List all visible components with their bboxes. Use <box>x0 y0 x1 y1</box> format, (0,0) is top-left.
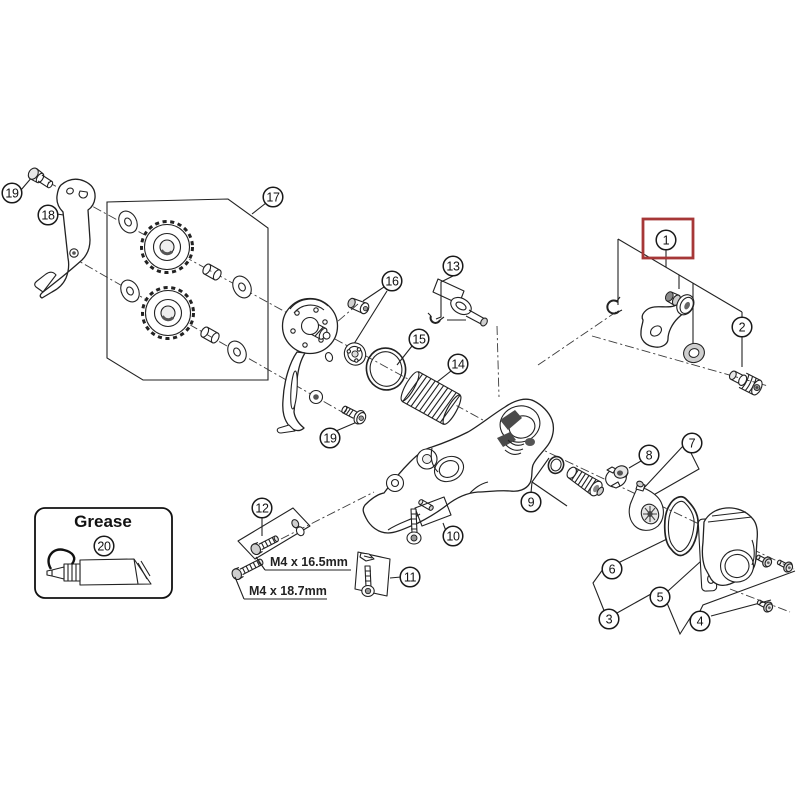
spring-cover-plate <box>343 342 367 366</box>
tension-pulley <box>141 286 195 340</box>
callout-6: 6 <box>601 558 623 580</box>
outer-cage-plate <box>276 297 339 434</box>
callout-19-top: 19 <box>1 182 23 204</box>
callout-7: 7 <box>681 432 703 454</box>
bracket-washer <box>683 342 705 364</box>
m4-upper-text: M4 x 16.5mm <box>270 555 348 569</box>
pulley-washer <box>228 272 256 302</box>
svg-text:4: 4 <box>697 614 704 628</box>
svg-text:5: 5 <box>657 590 664 604</box>
callout-5: 5 <box>649 586 671 608</box>
callout-3: 3 <box>598 608 620 630</box>
part-7-adjust-knob <box>628 480 664 531</box>
pulley-bushing <box>200 262 224 282</box>
part-12-bolts <box>231 507 311 581</box>
pulley-washer <box>116 276 144 306</box>
svg-text:19: 19 <box>323 431 337 445</box>
part-6-gasket <box>663 496 699 557</box>
callout-2: 2 <box>731 316 753 338</box>
part-3-cover <box>697 507 758 592</box>
pulley-bushing <box>198 325 222 345</box>
part-1-bracket-assembly <box>606 291 705 364</box>
svg-text:11: 11 <box>404 570 417 584</box>
svg-text:16: 16 <box>385 274 399 288</box>
callout-4: 4 <box>689 610 711 632</box>
part-17-pulley-assembly-box <box>106 198 269 381</box>
part-14-spring <box>400 370 462 426</box>
svg-text:17: 17 <box>266 190 280 204</box>
pulley-washer <box>223 337 251 367</box>
svg-text:20: 20 <box>97 539 111 553</box>
svg-text:12: 12 <box>255 501 269 515</box>
svg-text:2: 2 <box>739 320 746 334</box>
part-4-cover-bolts <box>753 551 795 615</box>
grease-tube <box>46 548 152 586</box>
highlight-box-part-1 <box>641 217 695 260</box>
part-9-adjuster-unit <box>547 455 605 497</box>
m4-lower-text: M4 x 18.7mm <box>249 584 327 598</box>
svg-text:8: 8 <box>646 448 653 462</box>
part-2-bracket-bolt <box>728 370 763 396</box>
part-10-bolt <box>406 496 452 545</box>
dimension-label-upper: M4 x 16.5mm <box>255 555 351 571</box>
svg-text:14: 14 <box>451 357 465 371</box>
svg-text:18: 18 <box>41 208 55 222</box>
bracket-axle <box>664 291 695 316</box>
part-16-bolt <box>347 297 370 315</box>
callouts-layer: 19 18 17 16 13 15 14 19 1 2 7 8 9 12 10 <box>1 182 753 632</box>
svg-text:3: 3 <box>606 612 613 626</box>
callout-11: 11 <box>399 566 421 588</box>
part-11-bolt <box>354 551 391 598</box>
pulley-washer <box>114 207 142 237</box>
svg-text:10: 10 <box>446 529 460 543</box>
callout-13: 13 <box>442 255 464 277</box>
callout-9: 9 <box>520 491 542 513</box>
svg-text:13: 13 <box>446 259 460 273</box>
svg-text:7: 7 <box>689 436 696 450</box>
leader-lines <box>20 175 796 636</box>
svg-text:9: 9 <box>528 495 535 509</box>
svg-text:6: 6 <box>609 562 616 576</box>
svg-text:19: 19 <box>5 186 19 200</box>
part-19-bolt-lower <box>341 405 367 425</box>
callout-14: 14 <box>447 353 469 375</box>
part-8-nut <box>605 465 629 489</box>
svg-text:1: 1 <box>663 233 670 247</box>
derailleur-body <box>362 398 555 534</box>
callout-10: 10 <box>442 525 464 547</box>
part-13-cable-fixing <box>427 278 488 327</box>
guide-pulley <box>140 220 194 274</box>
callout-18: 18 <box>37 204 59 226</box>
part-15-o-ring <box>365 347 407 391</box>
grease-label: Grease <box>74 512 132 531</box>
callout-17: 17 <box>262 186 284 208</box>
callout-15: 15 <box>408 328 430 350</box>
callout-8: 8 <box>638 444 660 466</box>
callout-1: 1 <box>655 229 677 251</box>
part-18-inner-cage-plate <box>34 178 96 299</box>
callout-20: 20 <box>93 535 115 557</box>
callout-19-lower: 19 <box>319 427 341 449</box>
callout-16: 16 <box>381 270 403 292</box>
svg-text:15: 15 <box>412 332 426 346</box>
dimension-label-lower: M4 x 18.7mm <box>234 576 327 600</box>
callout-12: 12 <box>251 497 273 519</box>
part-19-bolt-top <box>27 167 54 189</box>
